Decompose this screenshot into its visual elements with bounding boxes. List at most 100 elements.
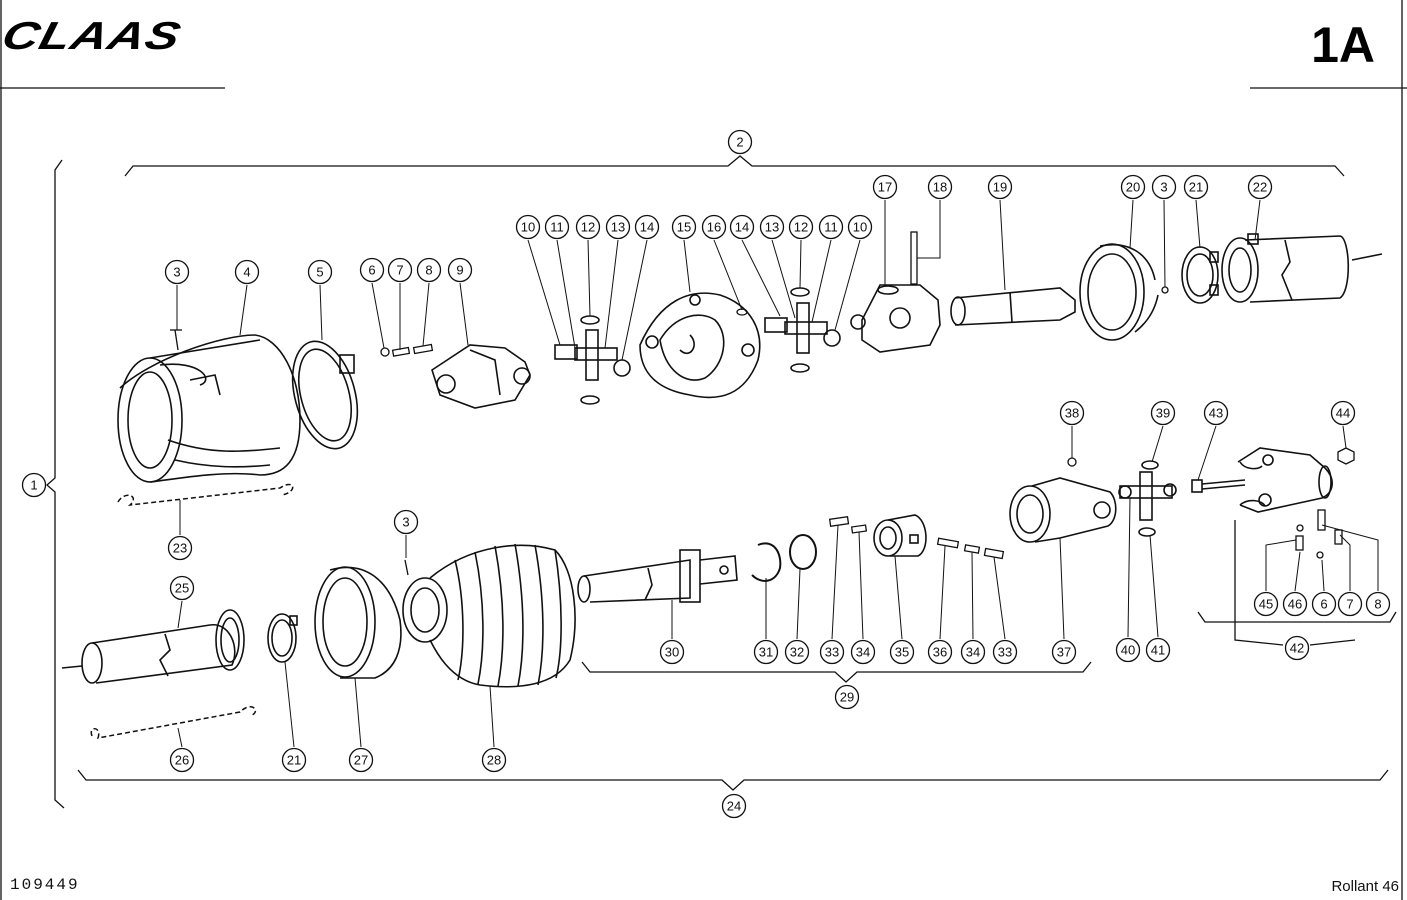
- callout-circle: [960, 639, 986, 665]
- leader-line: [939, 545, 946, 640]
- callout-circle: [1183, 174, 1209, 200]
- tube-25-shape: [61, 609, 245, 684]
- callout-label: 14: [640, 220, 654, 235]
- callout-28: 28: [481, 747, 507, 773]
- callout-13: 13: [605, 214, 631, 240]
- callout-label: 5: [316, 265, 323, 280]
- callout-label: 25: [175, 581, 189, 596]
- callout-label: 44: [1336, 406, 1350, 421]
- callout-20: 20: [1120, 174, 1146, 200]
- callout-label: 42: [1290, 641, 1304, 656]
- callout-circle: [1247, 174, 1273, 200]
- leader-line: [1294, 551, 1301, 592]
- tube-19-shape: [950, 287, 1076, 326]
- callout-34: 34: [850, 639, 876, 665]
- callout-circle: [1282, 591, 1308, 617]
- leader-line: [1195, 199, 1201, 249]
- callout-label: 6: [1320, 597, 1327, 612]
- callout-label: 9: [456, 263, 463, 278]
- callout-label: 18: [933, 180, 947, 195]
- callout-circle: [1253, 591, 1279, 617]
- yoke-9-shape: [431, 344, 531, 409]
- callout-label: 17: [878, 180, 892, 195]
- callout-14: 14: [634, 214, 660, 240]
- callout-label: 29: [840, 690, 854, 705]
- collar-35-shape: [873, 514, 927, 557]
- callout-circle: [818, 214, 844, 240]
- leader-line: [177, 727, 183, 748]
- leader-line: [489, 685, 495, 748]
- circlip-31-shape: [751, 542, 782, 582]
- callout-circle: [1145, 637, 1171, 663]
- callout-circle: [1150, 400, 1176, 426]
- callout-circle: [416, 257, 442, 283]
- callout-circle: [515, 214, 541, 240]
- callout-label: 34: [966, 645, 980, 660]
- callout-circle: [575, 214, 601, 240]
- callout-circle: [21, 472, 47, 498]
- callout-21: 21: [281, 747, 307, 773]
- callout-label: 21: [1189, 180, 1203, 195]
- callout-circle: [1337, 591, 1363, 617]
- callout-circle: [1151, 174, 1177, 200]
- callout-circle: [927, 174, 953, 200]
- callout-31: 31: [753, 639, 779, 665]
- callout-label: 6: [368, 263, 375, 278]
- callout-29: 29: [834, 684, 860, 710]
- leader-line: [831, 524, 839, 640]
- callout-label: 43: [1209, 406, 1223, 421]
- callout-label: 8: [1374, 597, 1381, 612]
- cone-27-shape: [314, 566, 402, 679]
- yoke-42-shape: [1237, 447, 1333, 513]
- callout-label: 34: [856, 645, 870, 660]
- ring-21-bottom-shape: [267, 613, 298, 663]
- callout-circle: [169, 575, 195, 601]
- callout-label: 33: [825, 645, 839, 660]
- ring-21-top-shape: [1181, 246, 1219, 304]
- callout-3: 3: [393, 509, 419, 535]
- callout-label: 3: [402, 515, 409, 530]
- callout-41: 41: [1145, 637, 1171, 663]
- callout-label: 31: [759, 645, 773, 660]
- callout-circle: [784, 639, 810, 665]
- callout-label: 38: [1065, 406, 1079, 421]
- callout-6: 6: [1311, 591, 1337, 617]
- callout-34: 34: [960, 639, 986, 665]
- callout-1: 1: [21, 472, 47, 498]
- leader-line: [587, 239, 591, 317]
- callout-circle: [348, 747, 374, 773]
- leader-line: [741, 239, 781, 317]
- callout-9: 9: [447, 257, 473, 283]
- callout-circle: [1059, 400, 1085, 426]
- callout-18: 18: [927, 174, 953, 200]
- callout-circle: [872, 174, 898, 200]
- callout-circle: [447, 257, 473, 283]
- leader-line: [1321, 524, 1379, 591]
- callout-circle: [281, 747, 307, 773]
- leader-line: [1197, 425, 1217, 481]
- leader-line: [371, 282, 385, 349]
- callout-label: 7: [1346, 597, 1353, 612]
- callout-label: 3: [173, 265, 180, 280]
- ring-5-shape: [291, 340, 359, 450]
- callout-6: 6: [359, 257, 385, 283]
- callout-circle: [387, 257, 413, 283]
- leader-line: [1059, 537, 1065, 640]
- callout-circle: [169, 747, 195, 773]
- callout-3: 3: [1151, 174, 1177, 200]
- leader-line: [1129, 199, 1134, 249]
- callout-7: 7: [1337, 591, 1363, 617]
- callout-33: 33: [992, 639, 1018, 665]
- callout-circle: [850, 639, 876, 665]
- callout-label: 10: [853, 220, 867, 235]
- callout-11: 11: [818, 214, 844, 240]
- callout-21: 21: [1183, 174, 1209, 200]
- callout-label: 12: [581, 220, 595, 235]
- leader-line: [177, 600, 183, 629]
- tube-22-shape: [1221, 233, 1383, 303]
- callout-label: 1: [30, 478, 37, 493]
- model-name: Rollant 46: [1331, 878, 1399, 895]
- callout-label: 7: [396, 263, 403, 278]
- callout-label: 3: [1160, 180, 1167, 195]
